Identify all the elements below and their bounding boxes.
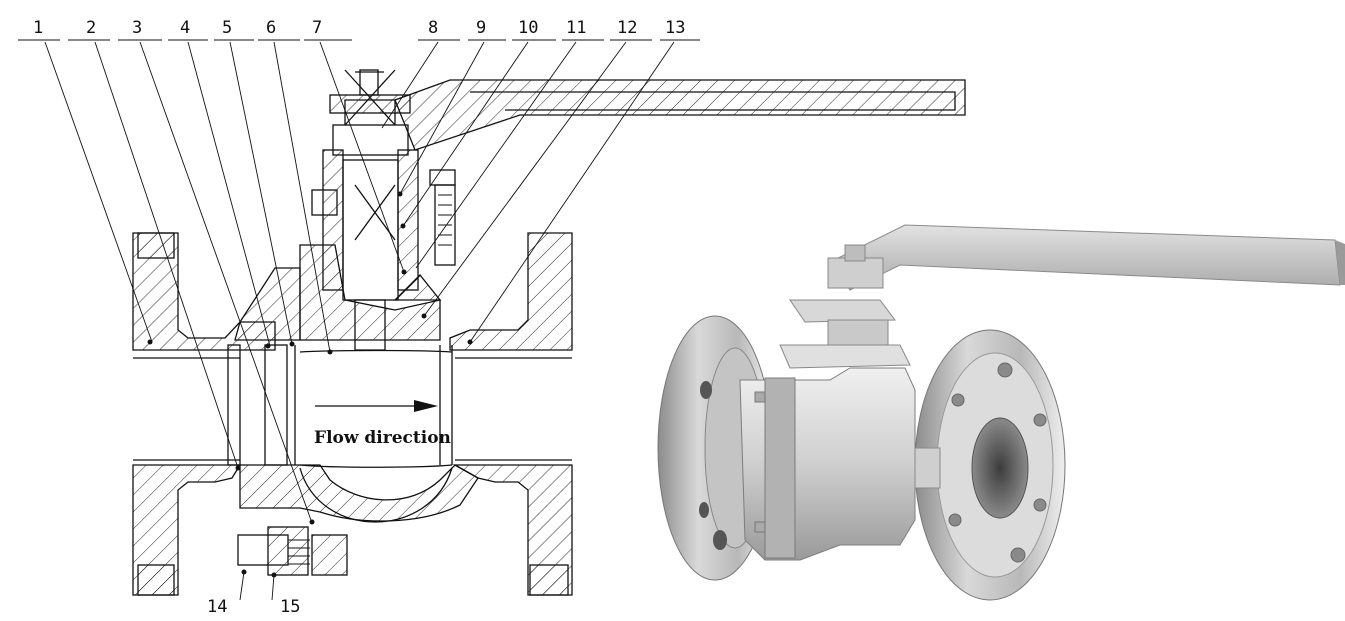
callout-8: 8	[428, 18, 438, 38]
valve-handle	[829, 224, 1341, 291]
callout-4: 4	[180, 18, 190, 38]
callout-13: 13	[665, 18, 685, 38]
valve-product-image	[657, 224, 1345, 601]
callout-9: 9	[476, 18, 486, 38]
callout-10: 10	[518, 18, 538, 38]
callout-1: 1	[33, 18, 43, 38]
valve-bore	[971, 417, 1029, 519]
callout-15: 15	[280, 597, 300, 617]
callout-6: 6	[266, 18, 276, 38]
callout-11: 11	[566, 18, 586, 38]
callout-numbers-top: 1 2 3 4 5 6 7 8 9 10 11 12 13	[33, 18, 685, 38]
callout-3: 3	[132, 18, 142, 38]
flow-direction-label: Flow direction	[314, 428, 451, 448]
callout-2: 2	[86, 18, 96, 38]
callout-7: 7	[312, 18, 322, 38]
callout-12: 12	[617, 18, 637, 38]
valve-cross-section: Flow direction	[132, 69, 966, 596]
callout-numbers-bottom: 14 15	[207, 597, 300, 617]
callout-14: 14	[207, 597, 227, 617]
flow-arrow	[315, 400, 438, 412]
callout-5: 5	[222, 18, 232, 38]
